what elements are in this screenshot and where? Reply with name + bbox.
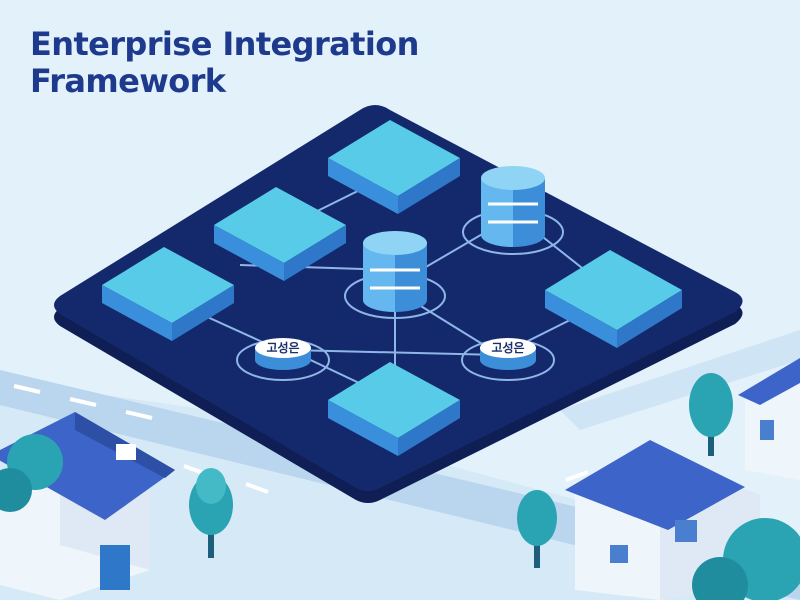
tree (517, 490, 557, 568)
endpoint-node-left[interactable]: 고성은 (236, 338, 330, 381)
module-left[interactable] (102, 247, 234, 341)
module-right[interactable] (545, 250, 682, 348)
title-line-2: Framework (30, 62, 226, 100)
database-icon[interactable] (344, 231, 446, 319)
house-far-right (738, 358, 800, 480)
tree (189, 468, 233, 558)
tree (689, 373, 733, 456)
endpoint-label-right: 고성은 (491, 341, 524, 355)
module-bottom[interactable] (328, 362, 460, 456)
tree-cluster (0, 434, 800, 600)
module-top[interactable] (328, 120, 460, 214)
title-line-1: Enterprise Integration (30, 25, 419, 63)
endpoint-label-left: 고성은 (266, 341, 299, 355)
page-title: Enterprise Integration Framework (30, 26, 419, 100)
database-icon[interactable] (462, 166, 564, 255)
module-upper-left[interactable] (214, 187, 346, 281)
endpoint-node-right[interactable]: 고성은 (461, 338, 555, 381)
